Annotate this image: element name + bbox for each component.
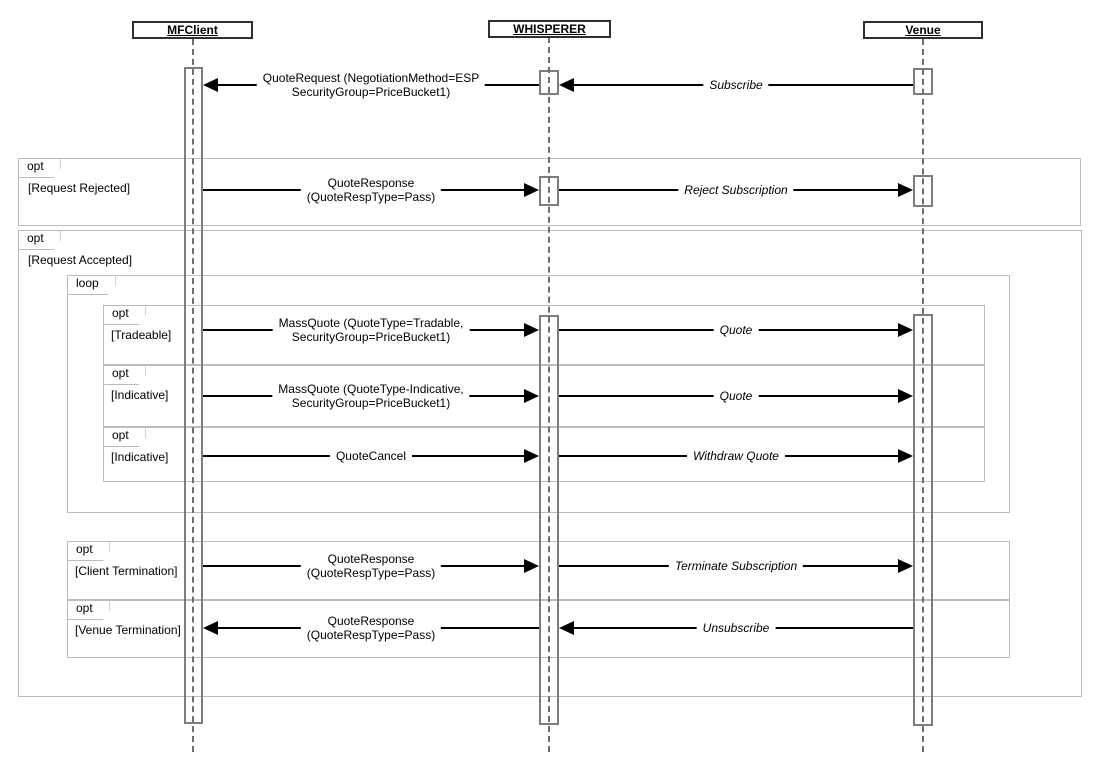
arrowhead-icon bbox=[524, 449, 539, 463]
arrowhead-icon bbox=[898, 449, 913, 463]
actor-venue: Venue bbox=[863, 21, 983, 39]
opt-frame-venue-termination: opt [Venue Termination] bbox=[67, 600, 1010, 658]
fragment-guard: [Request Rejected] bbox=[28, 181, 131, 195]
arrowhead-icon bbox=[203, 78, 218, 92]
fragment-guard: [Tradeable] bbox=[111, 328, 172, 342]
fragment-operator-label: opt bbox=[67, 541, 110, 561]
fragment-operator-label: opt bbox=[67, 600, 110, 620]
arrowhead-icon bbox=[898, 183, 913, 197]
arrowhead-icon bbox=[524, 323, 539, 337]
opt-frame-request-accepted: opt [Request Accepted] bbox=[18, 230, 1082, 697]
arrowhead-icon bbox=[898, 559, 913, 573]
fragment-operator-label: opt bbox=[18, 230, 61, 250]
fragment-operator-label: opt bbox=[103, 305, 146, 325]
lifeline-mfclient bbox=[192, 39, 194, 752]
arrowhead-icon bbox=[203, 621, 218, 635]
fragment-guard: [Indicative] bbox=[111, 450, 169, 464]
opt-frame-indicative-1: opt [Indicative] bbox=[103, 365, 985, 427]
opt-frame-client-termination: opt [Client Termination] bbox=[67, 541, 1010, 600]
arrowhead-icon bbox=[524, 389, 539, 403]
arrowhead-icon bbox=[898, 389, 913, 403]
lifeline-whisperer bbox=[548, 37, 550, 752]
arrowhead-icon bbox=[898, 323, 913, 337]
arrowhead-icon bbox=[559, 621, 574, 635]
actor-whisperer: WHISPERER bbox=[488, 20, 611, 38]
fragment-guard: [Venue Termination] bbox=[75, 623, 181, 637]
fragment-guard: [Indicative] bbox=[111, 388, 169, 402]
loop-frame: loop bbox=[67, 275, 1010, 513]
opt-frame-indicative-2: opt [Indicative] bbox=[103, 427, 985, 482]
arrowhead-icon bbox=[524, 183, 539, 197]
fragment-guard: [Client Termination] bbox=[75, 564, 178, 578]
fragment-operator-label: opt bbox=[103, 427, 146, 447]
arrowhead-icon bbox=[524, 559, 539, 573]
arrowhead-icon bbox=[559, 78, 574, 92]
opt-frame-tradeable: opt [Tradeable] bbox=[103, 305, 985, 365]
fragment-operator-label: loop bbox=[67, 275, 116, 295]
fragment-operator-label: opt bbox=[103, 365, 146, 385]
fragment-operator-label: opt bbox=[18, 158, 61, 178]
lifeline-venue bbox=[922, 39, 924, 752]
fragment-guard: [Request Accepted] bbox=[28, 253, 133, 267]
actor-mfclient: MFClient bbox=[132, 21, 253, 39]
